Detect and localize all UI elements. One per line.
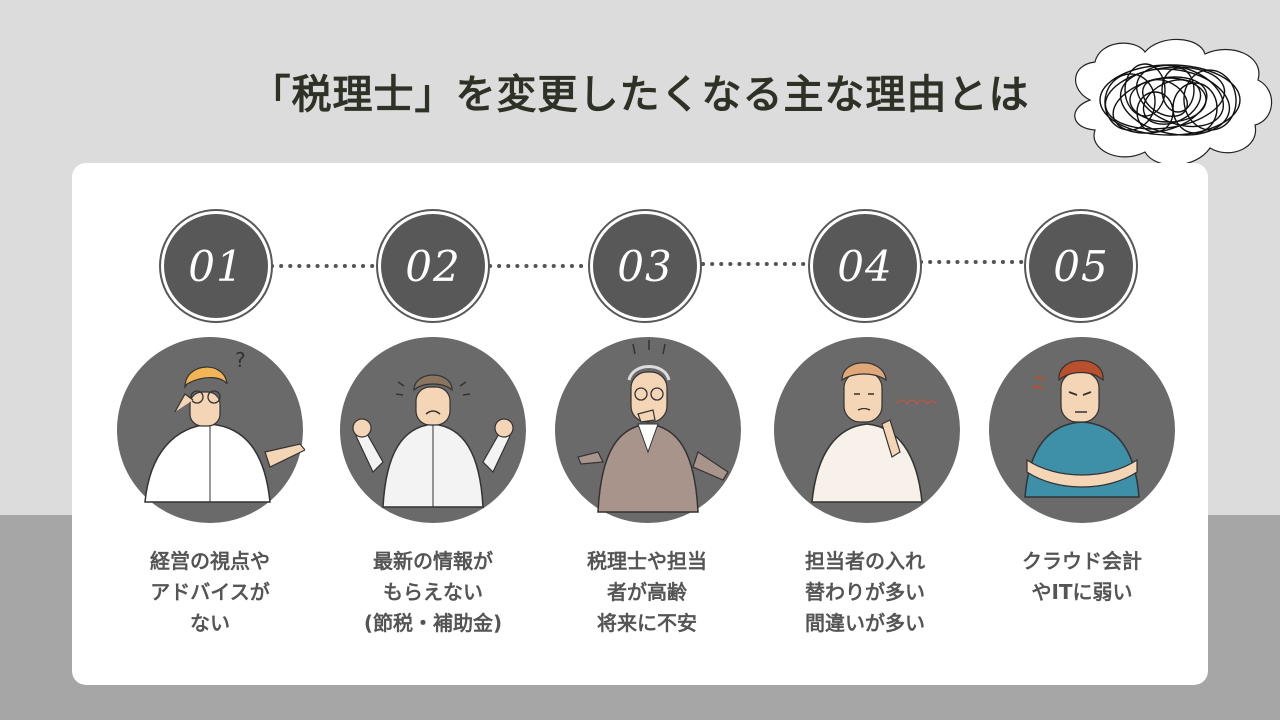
reason-caption-03: 税理士や担当 者が高齢 将来に不安 — [547, 546, 747, 639]
reason-caption-02: 最新の情報が もらえない (節税・補助金) — [333, 546, 533, 639]
reason-caption-04: 担当者の入れ 替わりが多い 間違いが多い — [765, 546, 965, 639]
thought-bubble-scribble — [1074, 38, 1273, 205]
illustration-annoyed-man — [989, 337, 1175, 523]
caption-line: 税理士や担当 — [587, 549, 707, 573]
caption-line: もらえない — [383, 580, 483, 604]
caption-line: (節税・補助金) — [363, 611, 503, 635]
step-badge-03: 03 — [593, 214, 697, 318]
caption-line: 経営の視点や — [150, 549, 270, 573]
illustration-confused-man: ? — [117, 337, 305, 523]
step-badge-05: 05 — [1029, 214, 1133, 318]
reason-caption-05: クラウド会計 やITに弱い — [982, 546, 1182, 608]
page-title: 「税理士」を変更したくなる主な理由とは — [250, 72, 1030, 118]
illustration-stressed-man — [340, 337, 526, 523]
caption-line: 者が高齢 — [607, 580, 687, 604]
caption-line: 間違いが多い — [805, 611, 925, 635]
illustration-pondering-man — [774, 337, 960, 523]
caption-line: 担当者の入れ — [805, 549, 925, 573]
caption-line: クラウド会計 — [1022, 549, 1142, 573]
step-badge-02: 02 — [381, 214, 485, 318]
caption-line: やITに弱い — [1031, 580, 1133, 604]
caption-line: 将来に不安 — [597, 611, 697, 635]
step-badge-04: 04 — [813, 214, 917, 318]
caption-line: アドバイスが — [150, 580, 270, 604]
illustration-elderly-man — [555, 337, 741, 523]
caption-line: 替わりが多い — [805, 580, 925, 604]
caption-line: ない — [190, 611, 230, 635]
reason-caption-01: 経営の視点や アドバイスが ない — [110, 546, 310, 639]
svg-text:?: ? — [235, 348, 246, 372]
step-badge-01: 01 — [164, 214, 268, 318]
caption-line: 最新の情報が — [373, 549, 493, 573]
